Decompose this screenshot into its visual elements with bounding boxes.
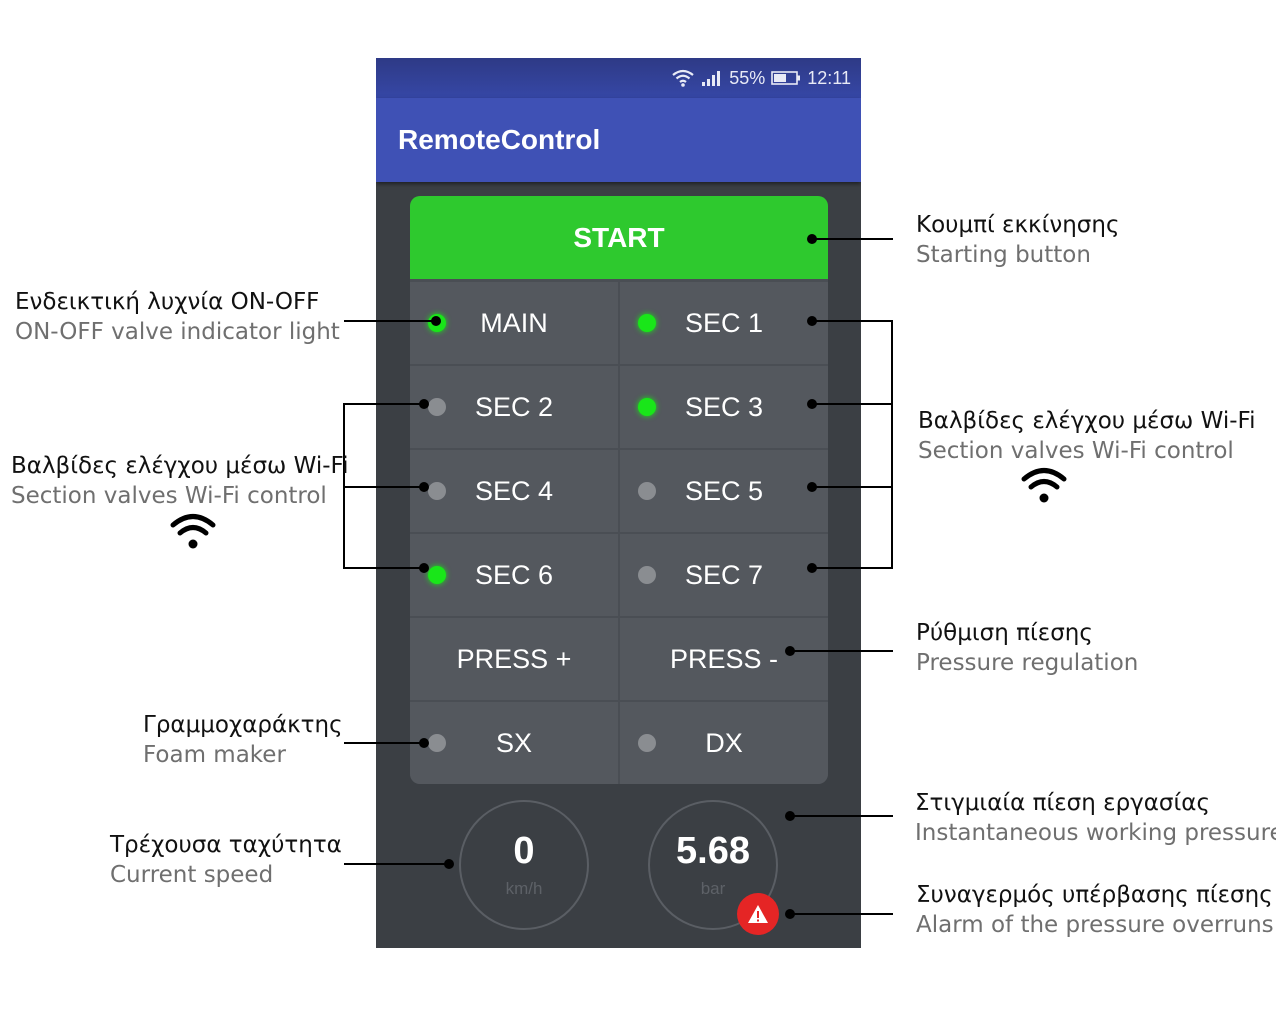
clock: 12:11 xyxy=(807,67,851,88)
annotation-english: ON-OFF valve indicator light xyxy=(15,319,340,345)
foam-label: DX xyxy=(705,727,743,758)
annotation-greek: Κουμπί εκκίνησης xyxy=(916,212,1120,238)
pressure-decrease-label: PRESS - xyxy=(669,643,779,674)
indicator-light xyxy=(638,482,656,500)
valve-main-button[interactable]: MAIN xyxy=(410,282,618,364)
indicator-light xyxy=(428,734,446,752)
pressure-alarm-icon[interactable] xyxy=(737,893,779,935)
pressure-gauge: 5.68 bar xyxy=(648,800,778,930)
valve-label: SEC 1 xyxy=(684,307,764,338)
indicator-light xyxy=(428,482,446,500)
battery-percent: 55% xyxy=(729,67,766,88)
annotation-greek: Συναγερμός υπέρβασης πίεσης xyxy=(916,882,1273,908)
valve-sec4-button[interactable]: SEC 4 xyxy=(410,450,618,532)
indicator-light xyxy=(638,566,656,584)
annotation-english: Instantaneous working pressure xyxy=(915,820,1276,846)
valve-label: MAIN xyxy=(480,307,548,338)
status-bar: 55% 12:11 xyxy=(376,58,861,98)
battery-icon xyxy=(771,70,801,86)
speed-gauge: 0 km/h xyxy=(459,800,589,930)
annotation-english: Section valves Wi-Fi control xyxy=(918,438,1234,464)
annotation-greek: Βαλβίδες ελέγχου μέσω Wi-Fi xyxy=(918,408,1256,434)
pressure-unit: bar xyxy=(700,879,726,898)
signal-icon xyxy=(701,69,723,87)
valve-label: SEC 5 xyxy=(684,475,764,506)
start-button[interactable]: START xyxy=(410,196,828,279)
valve-sec1-button[interactable]: SEC 1 xyxy=(620,282,828,364)
control-panel: START MAIN SEC 1 SEC 2 SEC 3 SEC 4 SEC 5… xyxy=(410,196,828,784)
speed-value: 0 xyxy=(513,830,535,872)
annotation-wifi-left: Βαλβίδες ελέγχου μέσω Wi-Fi Section valv… xyxy=(11,451,348,511)
annotation-english: Foam maker xyxy=(143,742,286,768)
annotation-greek: Ενδεικτική λυχνία ON-OFF xyxy=(15,289,320,315)
annotation-wifi-right: Βαλβίδες ελέγχου μέσω Wi-Fi Section valv… xyxy=(918,406,1255,466)
valve-sec6-button[interactable]: SEC 6 xyxy=(410,534,618,616)
annotation-start: Κουμπί εκκίνησης Starting button xyxy=(916,210,1119,270)
valve-sec5-button[interactable]: SEC 5 xyxy=(620,450,828,532)
wifi-icon xyxy=(170,512,216,554)
annotation-alarm: Συναγερμός υπέρβασης πίεσης Alarm of the… xyxy=(916,880,1274,940)
pressure-increase-button[interactable]: PRESS + xyxy=(410,618,618,700)
annotation-foam: Γραμμοχαράκτης Foam maker xyxy=(143,710,343,770)
annotation-speed: Τρέχουσα ταχύτητα Current speed xyxy=(110,830,342,890)
valve-label: SEC 3 xyxy=(684,391,764,422)
speed-unit: km/h xyxy=(505,879,543,898)
indicator-light xyxy=(638,398,656,416)
annotation-indicator: Ενδεικτική λυχνία ON-OFF ON-OFF valve in… xyxy=(15,287,340,347)
annotation-working-pressure: Στιγμιαία πίεση εργασίας Instantaneous w… xyxy=(915,788,1276,848)
pressure-decrease-button[interactable]: PRESS - xyxy=(620,618,828,700)
start-button-label: START xyxy=(573,221,665,253)
valve-label: SEC 7 xyxy=(684,559,764,590)
annotation-greek: Ρύθμιση πίεσης xyxy=(916,620,1093,646)
annotation-greek: Γραμμοχαράκτης xyxy=(143,712,343,738)
indicator-light xyxy=(638,734,656,752)
valve-label: SEC 2 xyxy=(474,391,554,422)
indicator-light xyxy=(638,314,656,332)
annotation-english: Alarm of the pressure overruns xyxy=(916,912,1274,938)
app-title: RemoteControl xyxy=(398,124,601,155)
indicator-light xyxy=(428,566,446,584)
valve-label: SEC 4 xyxy=(474,475,554,506)
foam-sx-button[interactable]: SX xyxy=(410,702,618,784)
annotation-english: Pressure regulation xyxy=(916,650,1139,676)
valve-sec3-button[interactable]: SEC 3 xyxy=(620,366,828,448)
annotation-greek: Βαλβίδες ελέγχου μέσω Wi-Fi xyxy=(11,453,349,479)
annotation-english: Current speed xyxy=(110,862,274,888)
pressure-increase-label: PRESS + xyxy=(456,643,572,674)
valve-label: SEC 6 xyxy=(474,559,554,590)
indicator-light xyxy=(428,398,446,416)
foam-dx-button[interactable]: DX xyxy=(620,702,828,784)
wifi-status-icon xyxy=(671,69,695,87)
foam-label: SX xyxy=(495,727,533,758)
valve-sec7-button[interactable]: SEC 7 xyxy=(620,534,828,616)
annotation-pressure-regulation: Ρύθμιση πίεσης Pressure regulation xyxy=(916,618,1138,678)
annotation-greek: Τρέχουσα ταχύτητα xyxy=(110,832,342,858)
valve-sec2-button[interactable]: SEC 2 xyxy=(410,366,618,448)
annotation-english: Section valves Wi-Fi control xyxy=(11,483,327,509)
annotation-english: Starting button xyxy=(916,242,1091,268)
wifi-icon xyxy=(1021,466,1067,508)
app-bar: RemoteControl xyxy=(376,98,861,182)
pressure-value: 5.68 xyxy=(676,830,750,872)
annotation-greek: Στιγμιαία πίεση εργασίας xyxy=(915,790,1210,816)
